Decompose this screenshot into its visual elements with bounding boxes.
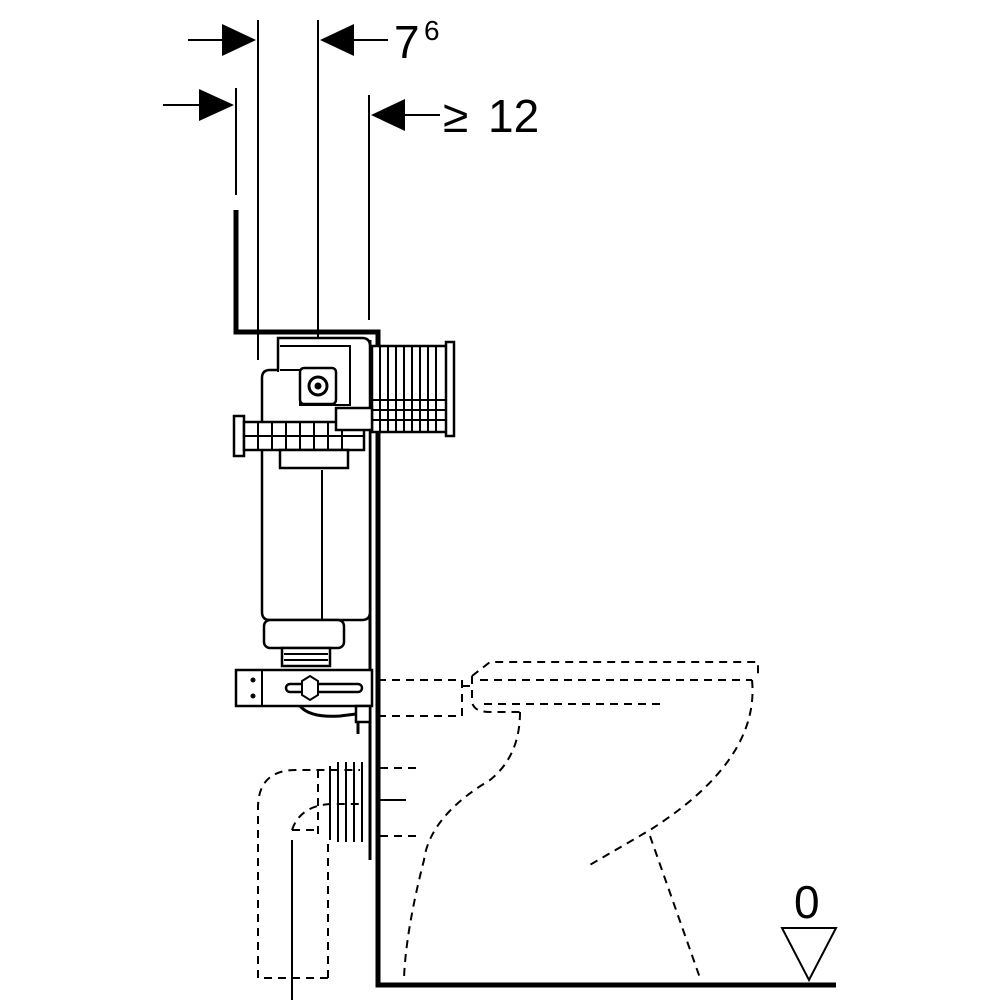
dimension-top-value: 7 — [394, 16, 420, 68]
dimension-second-symbol: ≥ — [443, 90, 468, 142]
actuator-housing — [334, 340, 456, 438]
dimension-second-value: 12 — [488, 90, 539, 142]
floor-level-marker — [780, 927, 838, 983]
dimension-top-superscript: 6 — [424, 15, 440, 46]
bowl-bracket — [234, 668, 374, 734]
toilet-bowl — [403, 661, 759, 979]
dimension-lines — [235, 20, 370, 360]
waste-pipe — [257, 762, 420, 1000]
cistern — [260, 336, 372, 668]
dimension-top-arrows — [188, 24, 388, 56]
floor-level-label: 0 — [794, 876, 820, 928]
flush-pipe — [377, 679, 472, 717]
mounting-bracket — [232, 414, 366, 470]
dimension-second-arrows — [163, 89, 440, 131]
